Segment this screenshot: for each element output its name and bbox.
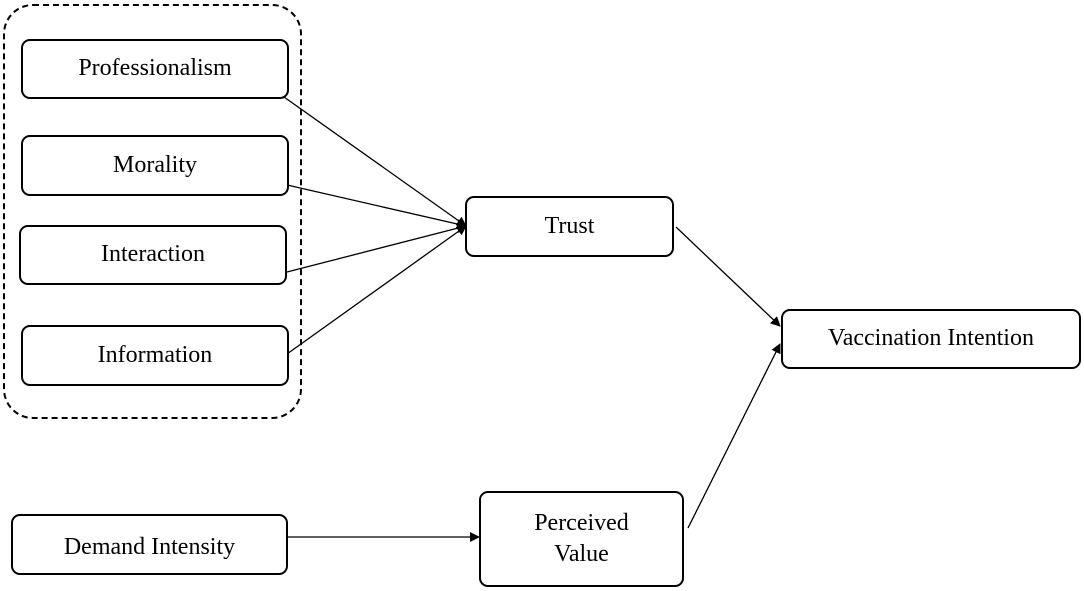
node-perceived-value-label-line1: Perceived [534,509,629,536]
node-morality-label: Morality [113,151,197,178]
node-information-label: Information [97,341,213,368]
node-morality: Morality [21,135,289,196]
node-demand-intensity-label: Demand Intensity [63,533,236,560]
node-demand-intensity: Demand Intensity [11,514,288,575]
node-interaction: Interaction [19,225,287,285]
node-professionalism-label: Professionalism [78,55,232,82]
edge-trust-vaccination [675,226,781,327]
edge-professionalism-trust [283,96,467,227]
edge-information-trust [286,225,467,355]
node-vaccination-intention-label: Vaccination Intention [828,325,1034,352]
node-perceived-value: Perceived Value [479,491,684,587]
node-information: Information [21,325,289,386]
node-vaccination-intention: Vaccination Intention [781,309,1081,369]
node-professionalism: Professionalism [21,39,289,99]
node-trust-label: Trust [544,212,595,239]
node-trust: Trust [465,196,674,257]
trust-antecedents-group [3,4,302,419]
edge-perceived-vaccination [687,343,781,529]
node-interaction-label: Interaction [101,241,205,268]
node-perceived-value-label-line2: Value [554,541,609,567]
edge-morality-trust [286,184,467,229]
edge-interaction-trust [286,223,467,273]
